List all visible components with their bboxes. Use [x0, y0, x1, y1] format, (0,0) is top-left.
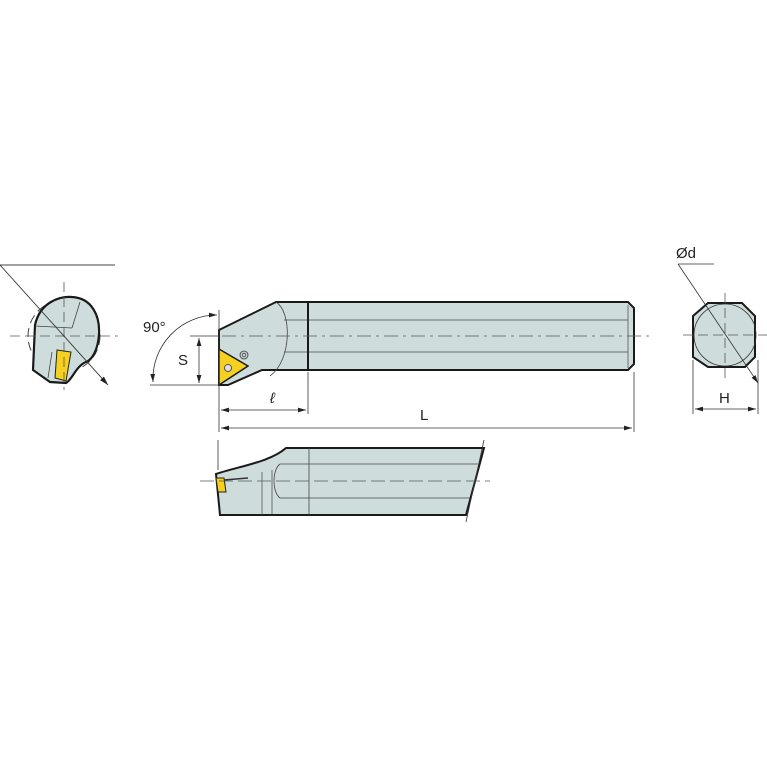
diameter-label: Ød	[676, 245, 696, 262]
side-view	[200, 439, 490, 523]
l-small-label: ℓ	[269, 390, 276, 407]
top-view	[218, 301, 650, 387]
dimensions: 90° S ℓ L	[143, 310, 635, 432]
s-label: S	[178, 352, 188, 369]
front-end-view	[0, 264, 118, 390]
shank-end-view: Ød H	[676, 245, 767, 414]
l-label: L	[420, 407, 428, 424]
angle-label: 90°	[143, 319, 166, 336]
h-label: H	[719, 390, 730, 407]
